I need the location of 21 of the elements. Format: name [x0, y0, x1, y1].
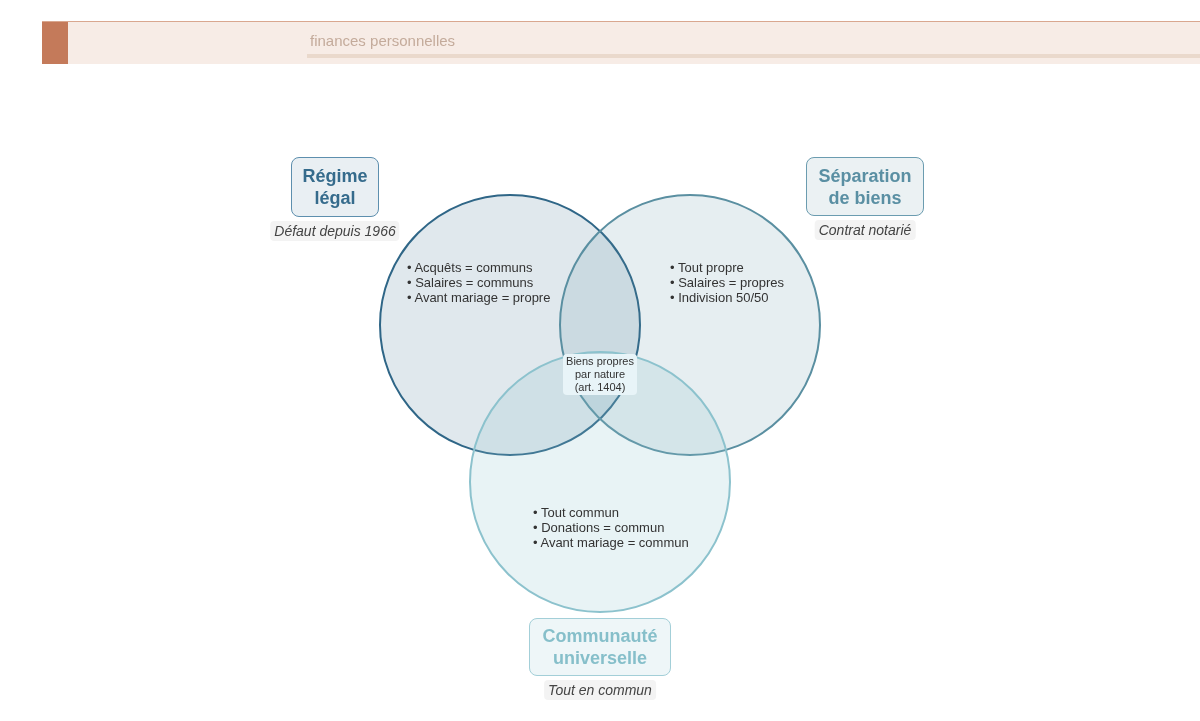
header-band: [42, 21, 1200, 64]
set-title-box: [529, 618, 671, 676]
set-title: Régime légal: [301, 165, 369, 209]
bullet-item: • Acquêts = communs: [407, 260, 534, 275]
set-title-box: [806, 157, 924, 216]
bullet-item: • Avant mariage = commun: [533, 535, 689, 550]
set-subtitle: Défaut depuis 1966: [270, 221, 400, 241]
set-subtitle: Tout en commun: [544, 680, 656, 700]
set-title-box: [291, 157, 379, 217]
set-title: Communauté universelle: [541, 625, 659, 669]
category-label: finances personnelles: [310, 32, 456, 50]
bullet-item: • Donations = commun: [533, 520, 666, 535]
bullet-item: • Tout commun: [533, 505, 620, 520]
bullet-item: • Salaires = communs: [407, 275, 535, 290]
bullet-item: • Salaires = propres: [670, 275, 785, 290]
set-title: Séparation de biens: [817, 164, 913, 209]
bullet-item: • Indivision 50/50: [670, 290, 770, 305]
bullet-item: • Tout propre: [670, 260, 745, 275]
set-subtitle: Contrat notarié: [814, 220, 916, 240]
intersection-label: Biens propres par nature (art. 1404): [563, 354, 637, 395]
bullet-item: • Avant mariage = propre: [407, 290, 551, 305]
